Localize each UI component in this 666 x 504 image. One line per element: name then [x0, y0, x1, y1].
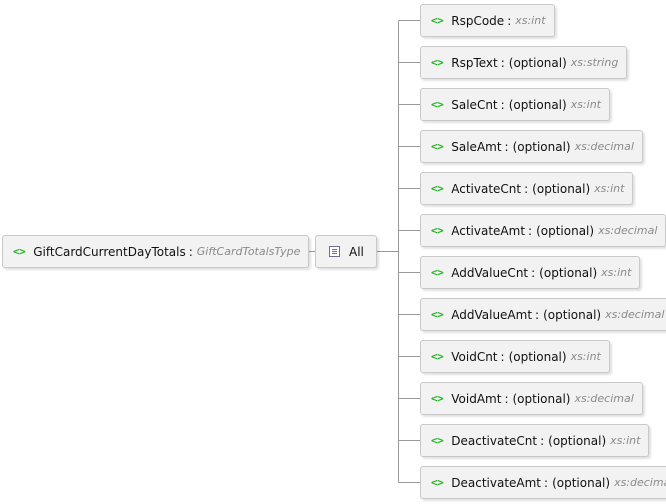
child-element-type: xs:decimal: [605, 308, 665, 321]
name-type-separator: :: [531, 265, 536, 280]
child-element-node[interactable]: <> DeactivateAmt:(optional)xs:decimal: [420, 466, 666, 499]
element-icon: <>: [431, 476, 444, 489]
child-element-name: DeactivateAmt: [451, 475, 542, 490]
root-element-type: GiftCardTotalsType: [196, 245, 301, 258]
name-type-separator: :: [544, 475, 549, 490]
name-type-separator: :: [504, 139, 509, 154]
element-icon: <>: [431, 98, 444, 111]
optional-marker: (optional): [539, 265, 598, 280]
child-element-node[interactable]: <> SaleCnt:(optional)xs:int: [420, 88, 610, 121]
child-element-type: xs:int: [594, 182, 625, 195]
name-type-separator: :: [524, 181, 529, 196]
child-element-node[interactable]: <> ActivateCnt:(optional)xs:int: [420, 172, 634, 205]
child-element-type: xs:decimal: [614, 476, 666, 489]
child-element-name: ActivateAmt: [451, 223, 526, 238]
element-icon: <>: [431, 14, 444, 27]
child-element-node[interactable]: <> DeactivateCnt:(optional)xs:int: [420, 424, 650, 457]
optional-marker: (optional): [552, 475, 611, 490]
optional-marker: (optional): [532, 181, 591, 196]
element-icon: <>: [431, 182, 444, 195]
child-element-type: xs:int: [515, 14, 546, 27]
child-element-name: ActivateCnt: [451, 181, 522, 196]
element-icon: <>: [431, 308, 444, 321]
element-icon: <>: [431, 266, 444, 279]
optional-marker: (optional): [536, 223, 595, 238]
child-element-node[interactable]: <> AddValueAmt:(optional)xs:decimal: [420, 298, 666, 331]
child-element-type: xs:int: [570, 98, 601, 111]
child-element-node[interactable]: <> AddValueCnt:(optional)xs:int: [420, 256, 641, 289]
element-icon: <>: [431, 140, 444, 153]
optional-marker: (optional): [508, 97, 567, 112]
child-element-name: VoidCnt: [451, 349, 498, 364]
name-type-separator: :: [528, 223, 533, 238]
root-element-name: GiftCardCurrentDayTotals: [33, 244, 186, 259]
name-type-separator: :: [540, 433, 545, 448]
name-type-separator: :: [500, 349, 505, 364]
name-type-separator: :: [504, 391, 509, 406]
child-element-name: SaleAmt: [451, 139, 502, 154]
name-type-separator: :: [507, 13, 512, 28]
all-compositor-icon: [329, 246, 340, 257]
child-element-name: AddValueAmt: [451, 307, 533, 322]
child-element-name: DeactivateCnt: [451, 433, 538, 448]
child-element-name: AddValueCnt: [451, 265, 529, 280]
child-element-node[interactable]: <> SaleAmt:(optional)xs:decimal: [420, 130, 643, 163]
child-element-name: RspText: [451, 55, 498, 70]
child-element-name: VoidAmt: [451, 391, 502, 406]
child-element-type: xs:int: [610, 434, 641, 447]
all-compositor-label: All: [349, 244, 364, 259]
element-icon: <>: [431, 56, 444, 69]
optional-marker: (optional): [508, 349, 567, 364]
root-element-node[interactable]: <> GiftCardCurrentDayTotals : GiftCardTo…: [2, 235, 310, 268]
child-element-node[interactable]: <> ActivateAmt:(optional)xs:decimal: [420, 214, 666, 247]
optional-marker: (optional): [508, 55, 567, 70]
optional-marker: (optional): [548, 433, 607, 448]
child-element-type: xs:decimal: [574, 392, 634, 405]
element-icon: <>: [431, 434, 444, 447]
child-element-name: RspCode: [451, 13, 505, 28]
child-element-type: xs:decimal: [598, 224, 658, 237]
optional-marker: (optional): [543, 307, 602, 322]
child-element-node[interactable]: <> RspText:(optional)xs:string: [420, 46, 628, 79]
optional-marker: (optional): [512, 391, 571, 406]
name-type-separator: :: [500, 97, 505, 112]
child-element-type: xs:decimal: [574, 140, 634, 153]
element-icon: <>: [431, 350, 444, 363]
child-element-node[interactable]: <> VoidAmt:(optional)xs:decimal: [420, 382, 643, 415]
child-element-type: xs:string: [570, 56, 619, 69]
element-icon: <>: [13, 245, 26, 258]
name-type-separator: :: [500, 55, 505, 70]
element-icon: <>: [431, 392, 444, 405]
child-element-type: xs:int: [570, 350, 601, 363]
child-element-node[interactable]: <> VoidCnt:(optional)xs:int: [420, 340, 610, 373]
optional-marker: (optional): [512, 139, 571, 154]
name-type-separator: :: [535, 307, 540, 322]
name-type-separator: :: [188, 244, 193, 259]
all-compositor-node[interactable]: All: [315, 235, 377, 268]
element-icon: <>: [431, 224, 444, 237]
child-element-name: SaleCnt: [451, 97, 498, 112]
child-element-type: xs:int: [601, 266, 632, 279]
child-element-node[interactable]: <> RspCode:xs:int: [420, 4, 555, 37]
